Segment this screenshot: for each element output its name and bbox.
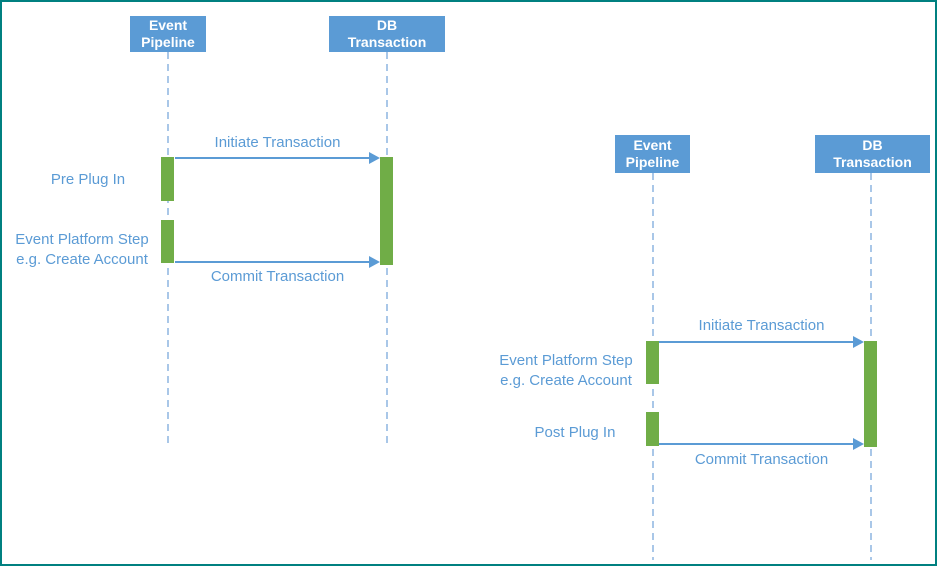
activation-bar-event-platform-step [161, 220, 174, 263]
actor-label-line: Pipeline [141, 34, 195, 50]
message-label: Initiate Transaction [214, 134, 341, 151]
activity-label-line: Event Platform Step [499, 352, 633, 369]
message-label: Initiate Transaction [698, 317, 825, 334]
activity-label-line: e.g. Create Account [500, 372, 632, 389]
arrowhead-icon [369, 256, 380, 268]
activity-label-post-plug-in: Post Plug In [502, 423, 648, 443]
message-line [659, 443, 855, 445]
activation-bar-pre-plug-in [161, 157, 174, 201]
activity-label-event-platform-step: Event Platform Step e.g. Create Account [490, 351, 642, 391]
message-line [175, 157, 371, 159]
actor-label-line: Event [633, 137, 672, 153]
actor-box-db-transaction: DB Transaction [815, 135, 930, 173]
activation-bar-event-platform-step [646, 341, 659, 384]
arrowhead-icon [369, 152, 380, 164]
actor-label-line: Transaction [347, 34, 427, 50]
actor-label-line: DB [862, 137, 883, 153]
message-label: Commit Transaction [694, 451, 829, 468]
activity-label-line: Pre Plug In [50, 171, 126, 188]
actor-label-line: DB [376, 17, 398, 33]
actor-label-line: Transaction [833, 154, 912, 170]
activation-bar-db-transaction [380, 157, 393, 265]
message-line [175, 261, 371, 263]
activation-bar-db-transaction [864, 341, 877, 447]
arrowhead-icon [853, 438, 864, 450]
arrowhead-icon [853, 336, 864, 348]
activation-bar-post-plug-in [646, 412, 659, 446]
actor-label-line: Pipeline [625, 154, 680, 170]
actor-label-line: Event [148, 17, 188, 33]
activity-label-pre-plug-in: Pre Plug In [18, 170, 158, 190]
activity-label-line: e.g. Create Account [16, 251, 148, 268]
actor-box-db-transaction: DB Transaction [329, 16, 445, 52]
activity-label-event-platform-step: Event Platform Step e.g. Create Account [6, 230, 158, 270]
actor-box-event-pipeline: Event Pipeline [615, 135, 690, 173]
activity-label-line: Event Platform Step [15, 231, 149, 248]
activity-label-line: Post Plug In [534, 424, 616, 441]
message-line [659, 341, 855, 343]
actor-box-event-pipeline: Event Pipeline [130, 16, 206, 52]
message-label: Commit Transaction [210, 268, 345, 285]
